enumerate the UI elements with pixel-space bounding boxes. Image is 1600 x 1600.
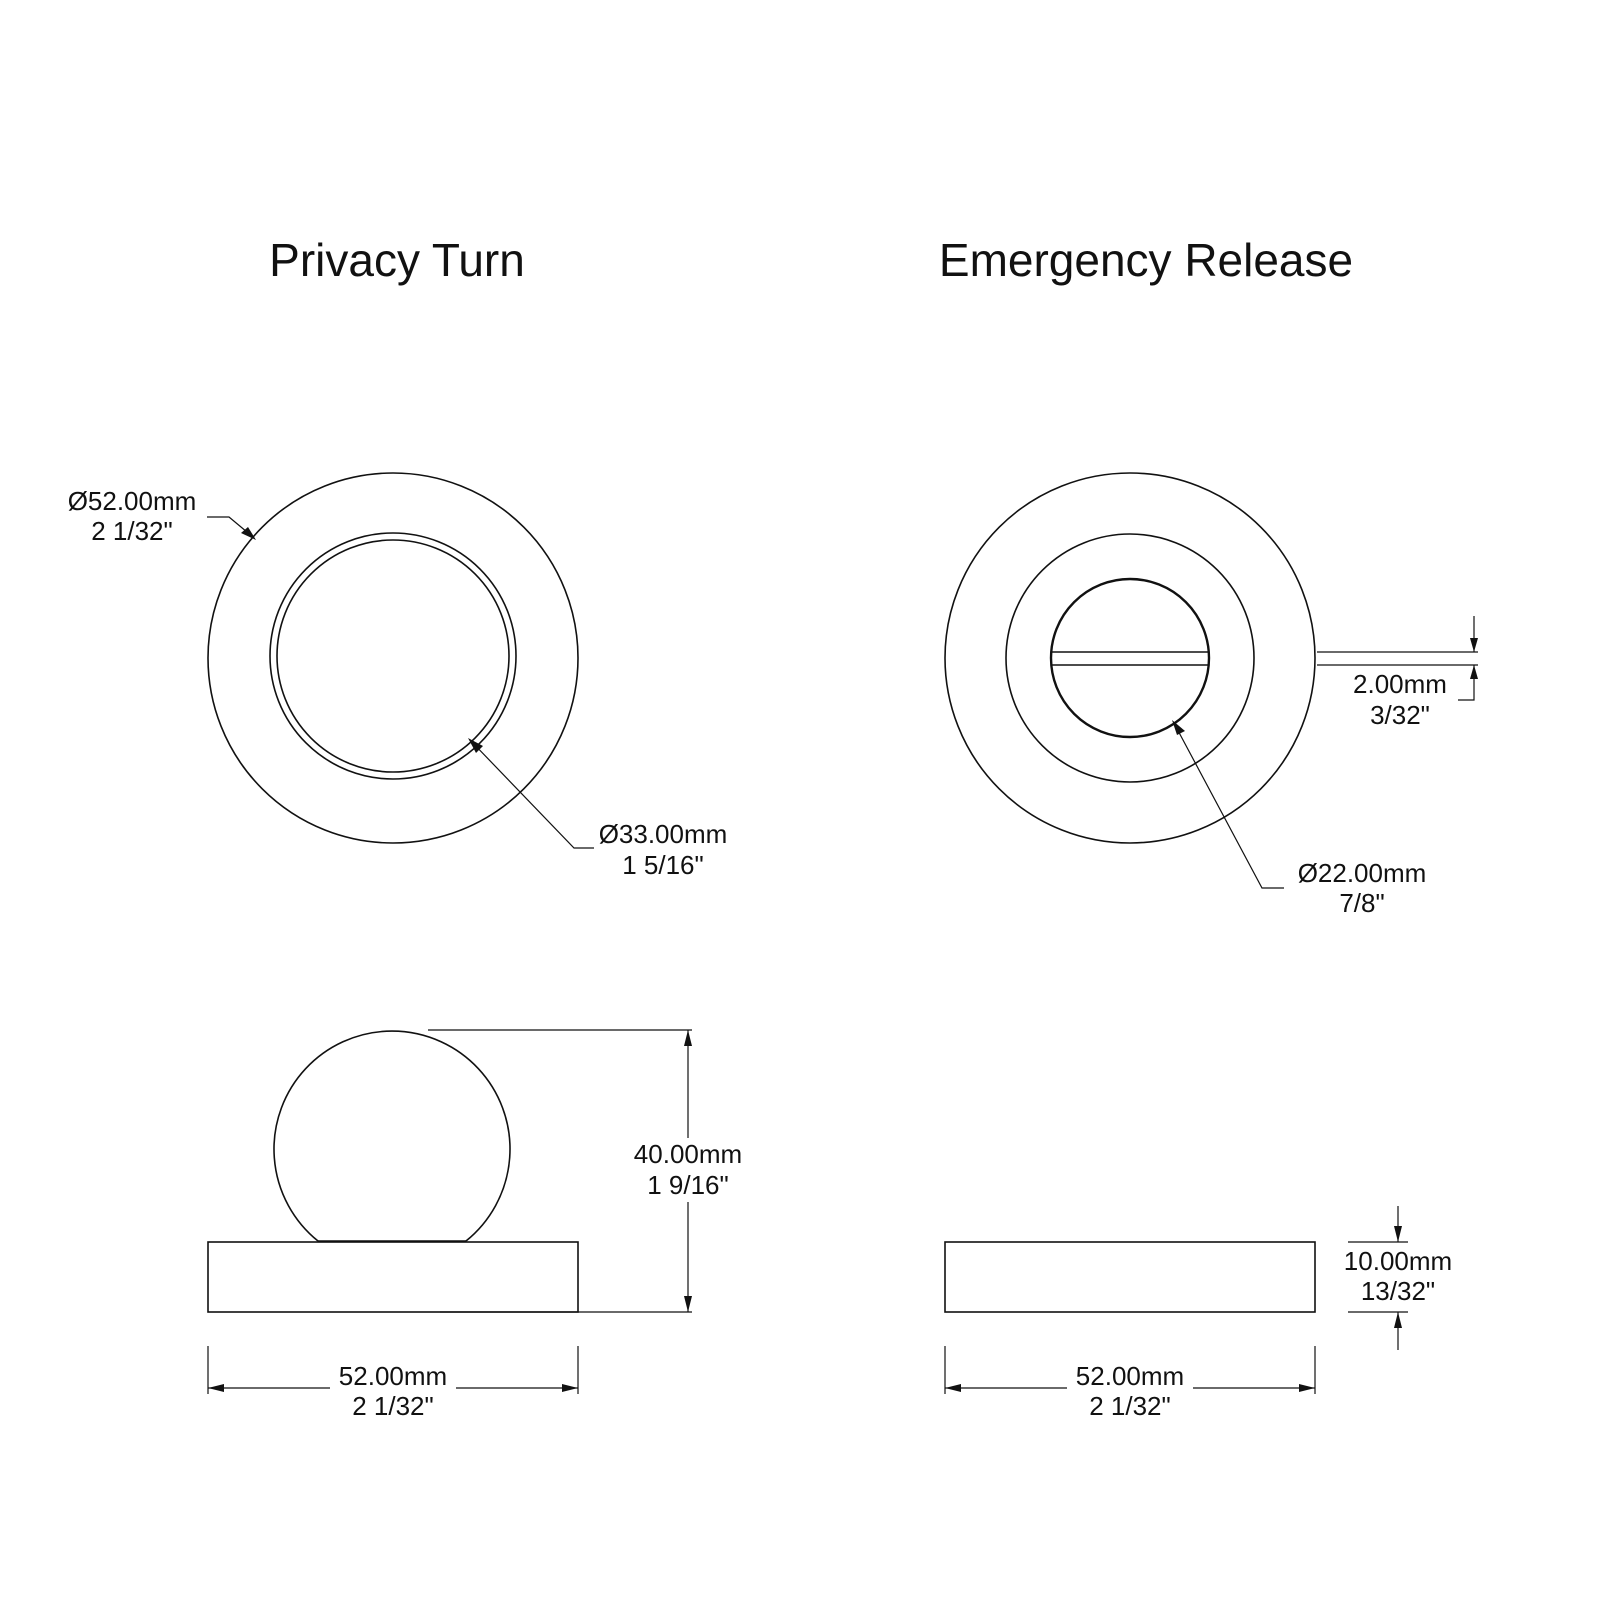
release-slot-width-in: 3/32" xyxy=(1370,700,1430,730)
emergency-release-side-view: 10.00mm 13/32" 52.00mm 2 1/32" xyxy=(944,1206,1462,1421)
privacy-height-in: 1 9/16" xyxy=(647,1170,729,1200)
release-slot-arrow-bottom xyxy=(1470,665,1478,679)
privacy-rose-profile xyxy=(207,1241,579,1313)
privacy-rose-leader-arrow xyxy=(241,527,256,540)
release-inner-ring xyxy=(1005,533,1255,783)
privacy-turn-front-view: Ø52.00mm 2 1/32" Ø33.00mm 1 5/16" xyxy=(68,472,728,880)
privacy-knob-diameter-in: 1 5/16" xyxy=(622,850,704,880)
privacy-turn-title: Privacy Turn xyxy=(269,234,525,286)
release-rose-profile xyxy=(944,1241,1316,1313)
release-thickness-mm: 10.00mm xyxy=(1344,1246,1452,1276)
release-width-arrow-left xyxy=(945,1384,961,1392)
release-thickness-arrow-bottom xyxy=(1394,1312,1402,1328)
privacy-knob-profile xyxy=(273,1030,511,1242)
privacy-width-arrow-right xyxy=(562,1384,578,1392)
release-width-in: 2 1/32" xyxy=(1089,1391,1171,1421)
privacy-knob-leader-arrow xyxy=(468,738,483,753)
release-slot-width-mm: 2.00mm xyxy=(1353,669,1447,699)
privacy-knob-leader xyxy=(469,739,594,849)
privacy-height-mm: 40.00mm xyxy=(634,1139,742,1169)
emergency-release-front-view: 2.00mm 3/32" Ø22.00mm 7/8" xyxy=(944,472,1478,918)
privacy-rose-outline xyxy=(207,472,579,844)
privacy-turn-side-view: 40.00mm 1 9/16" 52.00mm 2 1/32" xyxy=(207,1029,754,1421)
release-width-arrow-right xyxy=(1299,1384,1315,1392)
emergency-release-title: Emergency Release xyxy=(939,234,1353,286)
privacy-width-arrow-left xyxy=(208,1384,224,1392)
privacy-knob-inner xyxy=(276,539,510,773)
privacy-height-arrow-bottom xyxy=(684,1296,692,1312)
privacy-width-mm: 52.00mm xyxy=(339,1361,447,1391)
privacy-rose-diameter-mm: Ø52.00mm xyxy=(68,486,197,516)
release-thickness-arrow-top xyxy=(1394,1226,1402,1242)
release-slot-arrow-top xyxy=(1470,638,1478,652)
release-disc-leader-arrow xyxy=(1172,720,1185,735)
privacy-height-label-bg xyxy=(622,1138,754,1202)
privacy-knob-outer xyxy=(269,532,517,780)
release-width-mm: 52.00mm xyxy=(1076,1361,1184,1391)
release-thickness-in: 13/32" xyxy=(1361,1276,1435,1306)
privacy-rose-diameter-in: 2 1/32" xyxy=(91,516,173,546)
privacy-height-arrow-top xyxy=(684,1030,692,1046)
release-disc-diameter-mm: Ø22.00mm xyxy=(1298,858,1427,888)
release-disc-leader xyxy=(1174,724,1284,889)
privacy-knob-diameter-mm: Ø33.00mm xyxy=(599,819,728,849)
release-rose-outline xyxy=(944,472,1316,844)
release-thickness-label-bg xyxy=(1334,1246,1462,1308)
release-disc-diameter-in: 7/8" xyxy=(1339,888,1384,918)
privacy-width-in: 2 1/32" xyxy=(352,1391,434,1421)
release-slot-dim-bottom xyxy=(1458,665,1475,701)
release-disc xyxy=(1049,577,1211,739)
